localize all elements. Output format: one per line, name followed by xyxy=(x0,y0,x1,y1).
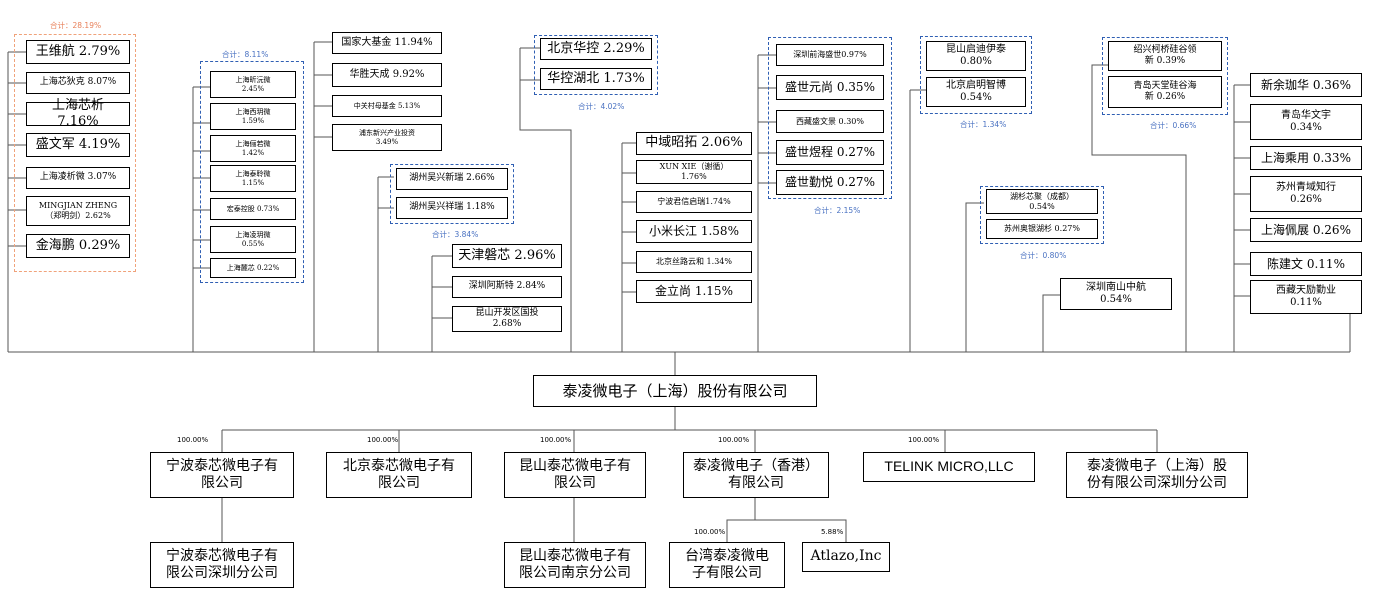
shareholder-box: 湖杉芯聚（成都） 0.54% xyxy=(986,189,1098,214)
group12-frame xyxy=(1102,37,1228,115)
shareholder-box: 陈建文 0.11% xyxy=(1250,252,1362,276)
shareholder-box: 深圳阿斯特 2.84% xyxy=(452,276,562,298)
subsidiary-box: Atlazo,Inc xyxy=(802,542,890,572)
subsidiary-pct: 100.00% xyxy=(908,436,940,444)
shareholder-box: XUN XIE（谢循） 1.76% xyxy=(636,160,752,184)
group10-frame xyxy=(980,186,1104,244)
group4-frame xyxy=(390,164,514,224)
shareholder-box: 深圳南山中航 0.54% xyxy=(1060,278,1172,310)
group8-frame xyxy=(768,37,892,199)
group1-frame xyxy=(14,34,136,272)
shareholder-box: 天津磐芯 2.96% xyxy=(452,244,562,268)
subsidiary-pct: 100.00% xyxy=(718,436,750,444)
center-company: 泰凌微电子（上海）股份有限公司 xyxy=(533,375,817,407)
subsidiary-box: 宁波泰芯微电子有 限公司 xyxy=(150,452,294,498)
shareholder-box: 宏泰控股 0.73% xyxy=(210,198,296,220)
subsidiary-pct: 100.00% xyxy=(177,436,209,444)
shareholder-box: 上海芯析 7.16% xyxy=(26,98,130,129)
group12-total: 合计：0.66% xyxy=(1150,121,1197,130)
branch-box: 宁波泰芯微电子有 限公司深圳分公司 xyxy=(150,542,294,588)
subsidiary-box: 泰凌微电子（香港） 有限公司 xyxy=(683,452,829,498)
shareholder-box: 小米长江 1.58% xyxy=(636,220,752,243)
shareholder-box: 湖州吴兴祥瑞 1.18% xyxy=(396,197,508,219)
shareholder-box: 苏州奥银湖杉 0.27% xyxy=(986,219,1098,239)
group2-frame xyxy=(200,61,304,283)
group9-total: 合计：1.34% xyxy=(960,120,1007,129)
subsidiary-box: 泰凌微电子（上海）股 份有限公司深圳分公司 xyxy=(1066,452,1248,498)
shareholder-box: 北京华控 2.29% xyxy=(540,38,652,60)
shareholder-box: 西藏盛文景 0.30% xyxy=(776,110,884,133)
group10-total: 合计：0.80% xyxy=(1020,251,1067,260)
shareholder-box: 盛世元尚 0.35% xyxy=(776,75,884,100)
shareholder-box: 中域昭拓 2.06% xyxy=(636,132,752,155)
shareholder-box: 王维航 2.79% xyxy=(26,40,130,64)
subsidiary-box: TELINK MICRO,LLC xyxy=(863,452,1035,482)
group9-frame xyxy=(920,36,1032,114)
shareholder-box: 新余珈华 0.36% xyxy=(1250,73,1362,97)
shareholder-box: 昆山开发区国投 2.68% xyxy=(452,306,562,332)
group4-total: 合计：3.84% xyxy=(432,230,479,239)
shareholder-box: 昆山启迪伊泰 0.80% xyxy=(926,41,1026,71)
shareholder-box: 华胜天成 9.92% xyxy=(332,63,442,87)
shareholder-box: 上海凌析微 3.07% xyxy=(26,167,130,189)
group6-total: 合计：4.02% xyxy=(578,102,625,111)
shareholder-box: 金海鹏 0.29% xyxy=(26,234,130,258)
shareholder-box: 上海昕沅微 2.45% xyxy=(210,71,296,98)
shareholder-box: 盛世煜程 0.27% xyxy=(776,140,884,165)
subsidiary-pct: 100.00% xyxy=(694,528,726,536)
shareholder-box: 上海西玥微 1.59% xyxy=(210,103,296,130)
shareholder-box: 华控湖北 1.73% xyxy=(540,68,652,90)
shareholder-box: 绍兴柯桥硅谷领 新 0.39% xyxy=(1108,41,1222,71)
shareholder-box: 上海麓芯 0.22% xyxy=(210,258,296,278)
group2-total: 合计：8.11% xyxy=(222,50,269,59)
subsidiary-box: 北京泰芯微电子有 限公司 xyxy=(326,452,472,498)
shareholder-box: 西藏天励勤业 0.11% xyxy=(1250,280,1362,314)
shareholder-box: 上海凌玥微 0.55% xyxy=(210,226,296,253)
shareholder-box: 湖州吴兴新瑞 2.66% xyxy=(396,168,508,190)
shareholder-box: 上海乘用 0.33% xyxy=(1250,146,1362,170)
group8-total: 合计：2.15% xyxy=(814,206,861,215)
shareholder-box: 青岛华文宇 0.34% xyxy=(1250,104,1362,140)
shareholder-box: 北京启明智博 0.54% xyxy=(926,77,1026,107)
shareholder-box: MINGJIAN ZHENG （郑明剑）2.62% xyxy=(26,196,130,226)
shareholder-box: 上海泰聆微 1.15% xyxy=(210,165,296,192)
subsidiary-pct: 5.88% xyxy=(821,528,844,536)
branch-box: 昆山泰芯微电子有 限公司南京分公司 xyxy=(504,542,646,588)
shareholder-box: 宁波君信启瑞1.74% xyxy=(636,191,752,213)
shareholder-box: 中关村母基金 5.13% xyxy=(332,95,442,117)
group1-total: 合计：28.19% xyxy=(50,21,102,30)
subsidiary-box: 昆山泰芯微电子有 限公司 xyxy=(504,452,646,498)
shareholder-box: 盛世勤悦 0.27% xyxy=(776,170,884,195)
shareholder-box: 青岛天堂硅谷海 新 0.26% xyxy=(1108,76,1222,108)
shareholder-box: 上海佩展 0.26% xyxy=(1250,218,1362,242)
shareholder-box: 金立尚 1.15% xyxy=(636,280,752,303)
subsidiary-box: 台湾泰凌微电 子有限公司 xyxy=(669,542,785,588)
shareholder-box: 深圳前海盛世0.97% xyxy=(776,44,884,66)
subsidiary-pct: 100.00% xyxy=(367,436,399,444)
shareholder-box: 国家大基金 11.94% xyxy=(332,32,442,54)
group6-frame xyxy=(534,35,658,95)
subsidiary-pct: 100.00% xyxy=(540,436,572,444)
shareholder-box: 浦东新兴产业投资 3.49% xyxy=(332,124,442,151)
shareholder-box: 苏州青域知行 0.26% xyxy=(1250,176,1362,212)
shareholder-box: 北京丝路云和 1.34% xyxy=(636,251,752,273)
shareholder-box: 上海俪若微 1.42% xyxy=(210,135,296,162)
shareholder-box: 上海芯狄克 8.07% xyxy=(26,72,130,94)
shareholder-box: 盛文军 4.19% xyxy=(26,133,130,157)
